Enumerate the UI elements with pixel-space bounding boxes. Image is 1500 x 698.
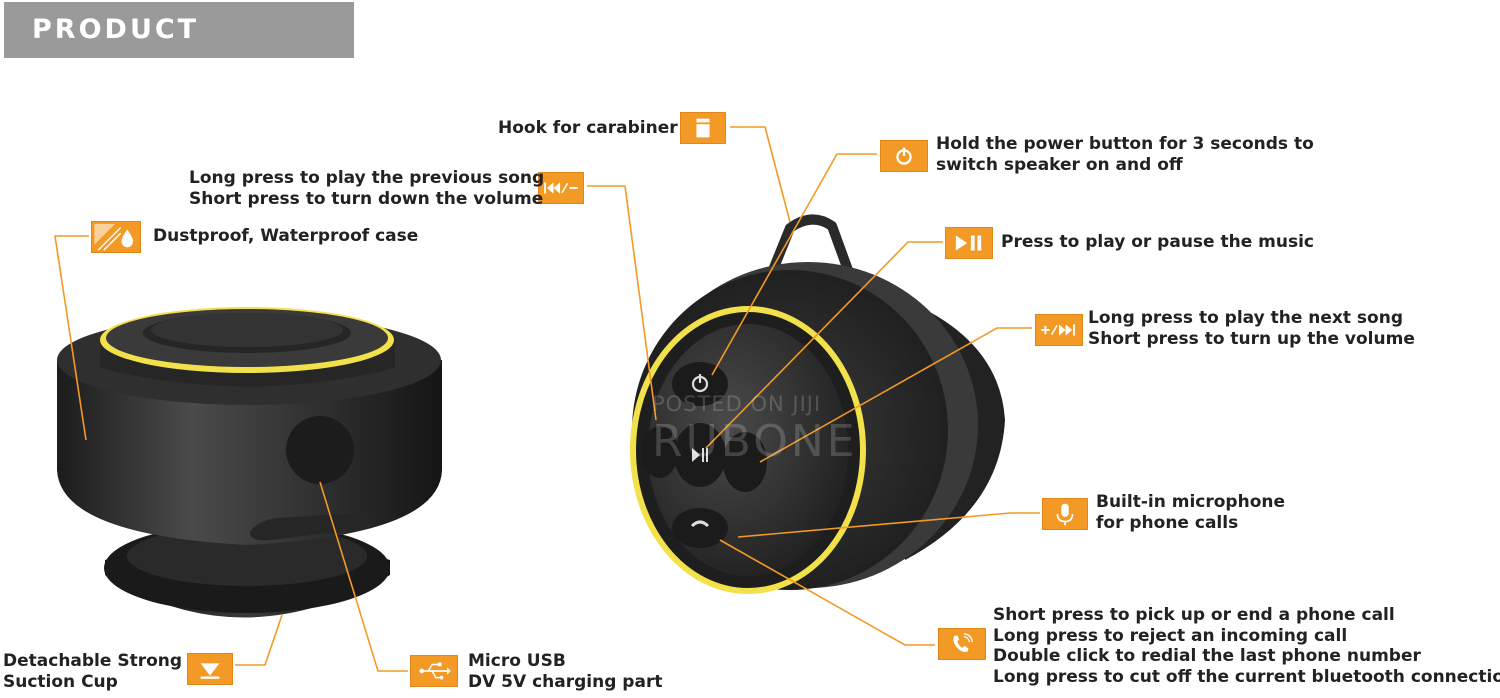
microphone-label: Built-in microphone for phone calls bbox=[1096, 492, 1285, 533]
watermark-line-2: RUBONE bbox=[652, 416, 858, 467]
next-label-line-1: Long press to play the next song bbox=[1088, 308, 1403, 328]
usb-label: Micro USB DV 5V charging part bbox=[468, 651, 662, 692]
play-pause-label: Press to play or pause the music bbox=[1001, 232, 1314, 253]
power-label: Hold the power button for 3 seconds to s… bbox=[936, 134, 1314, 175]
next-label-line-2: Short press to turn up the volume bbox=[1088, 328, 1415, 349]
left-speaker bbox=[57, 307, 442, 618]
phone-label-line-4: Long press to cut off the current blueto… bbox=[993, 666, 1500, 687]
usb-label-line-2: DV 5V charging part bbox=[468, 671, 663, 692]
waterproof-icon bbox=[91, 221, 141, 253]
microphone-label-line-2: for phone calls bbox=[1096, 512, 1239, 533]
next-volume-up-icon bbox=[1035, 314, 1083, 346]
suction-label: Detachable Strong Suction Cup bbox=[3, 651, 182, 692]
suction-label-line-1: Detachable Strong bbox=[3, 651, 183, 671]
watermark: POSTED ON JIJI RUBONE bbox=[652, 392, 858, 467]
previous-label-line-2: Short press to turn down the volume bbox=[189, 188, 544, 209]
phone-icon bbox=[938, 628, 986, 660]
hook-label-line: Hook for carabiner bbox=[498, 118, 678, 138]
play-pause-label-line: Press to play or pause the music bbox=[1001, 232, 1315, 252]
phone-label-line-3: Double click to redial the last phone nu… bbox=[993, 646, 1421, 666]
dustproof-label-line: Dustproof, Waterproof case bbox=[153, 226, 419, 246]
suction-label-line-2: Suction Cup bbox=[3, 671, 118, 692]
power-icon bbox=[880, 140, 928, 172]
leader-lines bbox=[54, 126, 1040, 672]
right-speaker bbox=[630, 214, 1005, 594]
dustproof-label: Dustproof, Waterproof case bbox=[153, 226, 418, 247]
previous-label-line-1: Long press to play the previous song bbox=[189, 168, 545, 188]
next-label: Long press to play the next song Short p… bbox=[1088, 308, 1415, 349]
banner-title: PRODUCT FEATURE bbox=[32, 14, 200, 101]
microphone-icon bbox=[1042, 498, 1088, 530]
phone-label: Short press to pick up or end a phone ca… bbox=[993, 605, 1500, 687]
usb-label-line-1: Micro USB bbox=[468, 651, 566, 671]
power-label-line-2: switch speaker on and off bbox=[936, 154, 1183, 175]
play-pause-icon bbox=[945, 227, 993, 259]
previous-volume-down-icon bbox=[538, 172, 584, 204]
hook-label: Hook for carabiner bbox=[498, 118, 678, 139]
previous-label: Long press to play the previous song Sho… bbox=[189, 168, 544, 209]
phone-label-line-1: Short press to pick up or end a phone ca… bbox=[993, 605, 1395, 625]
down-arrow-icon bbox=[187, 653, 233, 685]
microphone-label-line-1: Built-in microphone bbox=[1096, 492, 1286, 512]
product-feature-banner: PRODUCT FEATURE bbox=[4, 2, 354, 101]
power-label-line-1: Hold the power button for 3 seconds to bbox=[936, 134, 1314, 154]
watermark-line-1: POSTED ON JIJI bbox=[652, 392, 822, 416]
usb-icon bbox=[410, 655, 458, 687]
phone-label-line-2: Long press to reject an incoming call bbox=[993, 625, 1348, 646]
hook-icon bbox=[680, 112, 726, 144]
